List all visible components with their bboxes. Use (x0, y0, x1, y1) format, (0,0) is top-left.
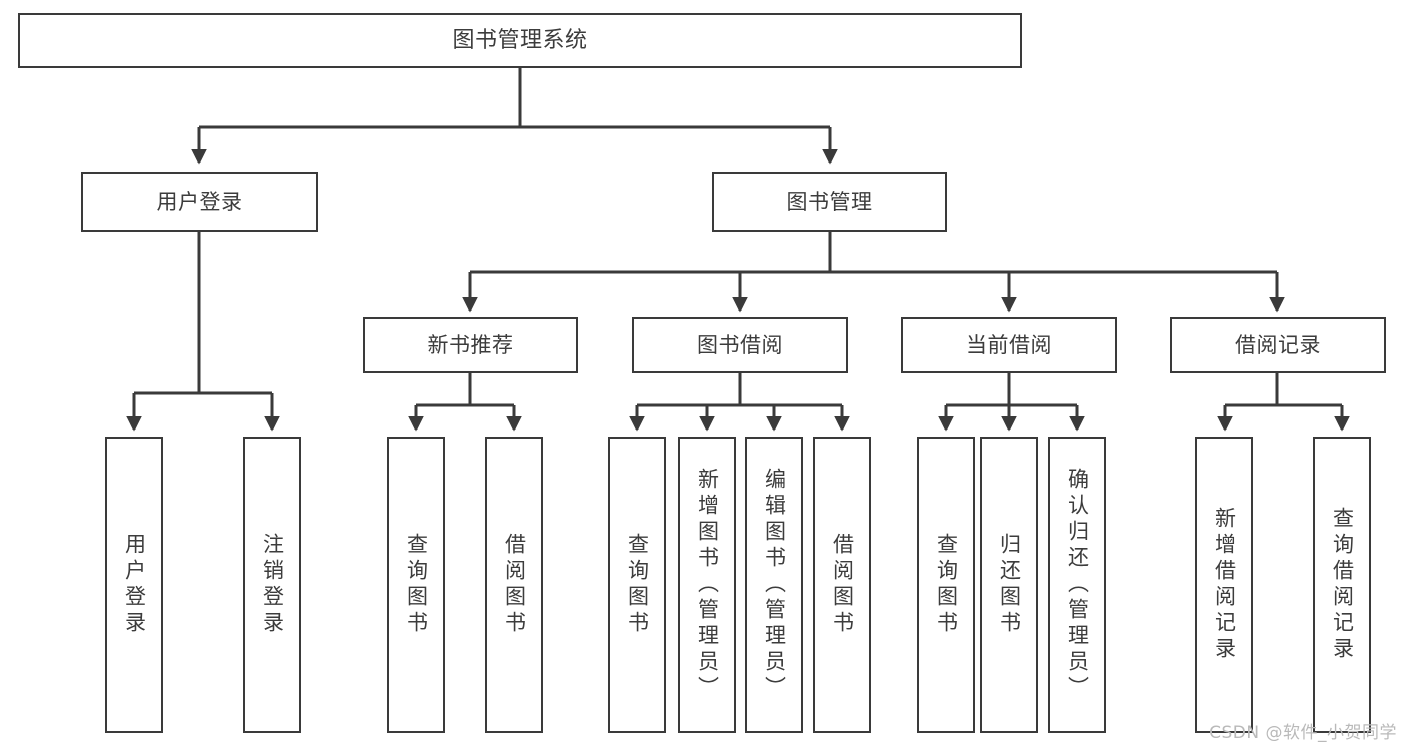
node-label: 图书借阅 (697, 332, 783, 357)
leaf-query-book-current[interactable]: 查询图书 (917, 437, 975, 733)
leaf-borrow-book-recommend[interactable]: 借阅图书 (485, 437, 543, 733)
node-label: 用户登录 (156, 189, 243, 214)
leaf-add-borrow-record[interactable]: 新增借阅记录 (1195, 437, 1253, 733)
watermark: CSDN @软件_小贺同学 (1209, 723, 1397, 743)
node-current-borrow[interactable]: 当前借阅 (901, 317, 1117, 373)
leaf-add-book-admin[interactable]: 新增图书（管理员） (678, 437, 736, 733)
node-label: 查询图书 (404, 533, 429, 637)
node-label: 图书管理 (786, 189, 873, 214)
node-label: 查询借阅记录 (1330, 507, 1355, 663)
node-label: 用户登录 (122, 533, 147, 637)
leaf-query-book-borrow[interactable]: 查询图书 (608, 437, 666, 733)
node-label: 新书推荐 (427, 332, 514, 357)
node-label: 新增借阅记录 (1212, 507, 1237, 663)
node-label: 确认归还（管理员） (1065, 468, 1090, 702)
leaf-user-login[interactable]: 用户登录 (105, 437, 163, 733)
node-label: 借阅图书 (830, 533, 855, 637)
node-label: 查询图书 (934, 533, 959, 637)
node-label: 注销登录 (260, 533, 285, 637)
leaf-query-book-recommend[interactable]: 查询图书 (387, 437, 445, 733)
leaf-confirm-return-admin[interactable]: 确认归还（管理员） (1048, 437, 1106, 733)
node-label: 图书管理系统 (452, 27, 588, 53)
node-root-system[interactable]: 图书管理系统 (18, 13, 1022, 68)
node-label: 编辑图书（管理员） (762, 468, 787, 702)
node-label: 借阅记录 (1235, 332, 1321, 357)
node-book-management[interactable]: 图书管理 (712, 172, 947, 232)
node-label: 当前借阅 (966, 332, 1052, 357)
leaf-return-book[interactable]: 归还图书 (980, 437, 1038, 733)
node-label: 借阅图书 (502, 533, 527, 637)
node-borrow-records[interactable]: 借阅记录 (1170, 317, 1386, 373)
node-new-book-recommend[interactable]: 新书推荐 (363, 317, 578, 373)
node-label: 查询图书 (625, 533, 650, 637)
node-user-login[interactable]: 用户登录 (81, 172, 318, 232)
leaf-query-borrow-record[interactable]: 查询借阅记录 (1313, 437, 1371, 733)
node-label: 新增图书（管理员） (695, 468, 720, 702)
node-book-borrow[interactable]: 图书借阅 (632, 317, 848, 373)
leaf-user-logout[interactable]: 注销登录 (243, 437, 301, 733)
leaf-borrow-book[interactable]: 借阅图书 (813, 437, 871, 733)
leaf-edit-book-admin[interactable]: 编辑图书（管理员） (745, 437, 803, 733)
node-label: 归还图书 (997, 533, 1022, 637)
